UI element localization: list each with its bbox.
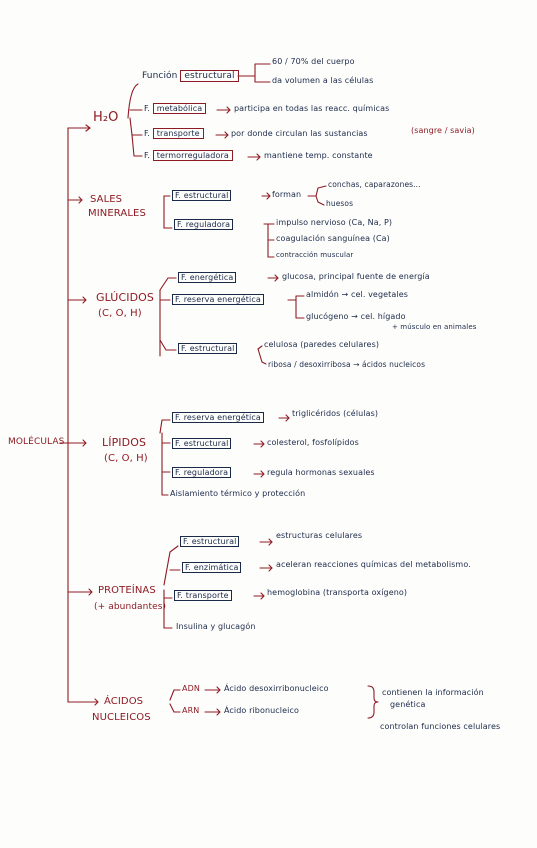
- lipidos-estructural-desc: colesterol, fosfolípidos: [267, 438, 359, 447]
- arn-desc: Ácido ribonucleico: [224, 706, 299, 715]
- h2o-estructural-p1: 60 / 70% del cuerpo: [272, 57, 355, 66]
- lipidos-reserva-desc: triglicéridos (células): [292, 409, 379, 418]
- glucidos-estructural-p1: celulosa (paredes celulares): [264, 340, 380, 349]
- h2o-metabolica-node: F. metabólica: [144, 103, 207, 114]
- lipidos-reguladora-box: F. reguladora: [172, 467, 232, 478]
- glucidos-estructural-box: F. estructural: [178, 343, 238, 354]
- h2o-metabolica-prefix: F.: [144, 104, 151, 113]
- h2o-estructural-p2: da volumen a las células: [272, 76, 374, 85]
- h2o-transporte-extra: (sangre / savia): [411, 126, 475, 135]
- h2o-transporte-node: F. transporte: [144, 128, 204, 139]
- arn-abbr: ARN: [182, 706, 200, 715]
- glucidos-label-1: GLÚCIDOS: [96, 291, 154, 304]
- glucidos-label-2: (C, O, H): [98, 308, 142, 319]
- sales-reguladora-p1: impulso nervioso (Ca, Na, P): [276, 218, 393, 227]
- h2o-termo-box: termorreguladora: [152, 150, 233, 161]
- h2o-label: H₂O: [93, 110, 119, 125]
- sales-estructural-p1: conchas, caparazones...: [328, 180, 421, 189]
- h2o-metabolica-desc: participa en todas las reacc. químicas: [234, 104, 390, 113]
- proteinas-label-2: (+ abundantes): [94, 602, 167, 612]
- acidos-label-2: NUCLEICOS: [92, 712, 151, 723]
- sales-estructural-p2: huesos: [326, 199, 354, 208]
- root-label: MOLÉCULAS: [8, 437, 65, 447]
- h2o-termo-desc: mantiene temp. constante: [264, 151, 373, 160]
- sales-label-1: SALES: [90, 194, 123, 205]
- h2o-transporte-desc: por donde circulan las sustancias: [231, 129, 368, 138]
- h2o-metabolica-box: metabólica: [152, 103, 207, 114]
- proteinas-enzimatica-box: F. enzimática: [182, 562, 242, 573]
- glucidos-estructural-p2: ribosa / desoxirribosa → ácidos nucleico…: [268, 360, 426, 369]
- glucidos-reserva-box: F. reserva energética: [172, 294, 264, 305]
- sales-reguladora-p2: coagulación sanguínea (Ca): [276, 234, 390, 243]
- proteinas-label-1: PROTEÍNAS: [98, 585, 156, 596]
- proteinas-estructural-box: F. estructural: [180, 536, 240, 547]
- lipidos-estructural-box: F. estructural: [172, 438, 232, 449]
- sales-estructural-box: F. estructural: [172, 190, 232, 201]
- acidos-func-2: genética: [390, 700, 426, 709]
- lipidos-label-1: LÍPIDOS: [102, 436, 147, 449]
- lipidos-reguladora-desc: regula hormonas sexuales: [267, 468, 375, 477]
- h2o-estructural-prefix: Función: [142, 71, 178, 81]
- glucidos-reserva-p2: glucógeno → cel. hígado: [306, 312, 406, 321]
- h2o-estructural-box: estructural: [180, 70, 239, 82]
- sales-estructural-arrow: forman: [272, 190, 302, 199]
- sales-reguladora-box: F. reguladora: [174, 219, 234, 230]
- proteinas-enzimatica-desc: aceleran reacciones químicas del metabol…: [276, 560, 471, 569]
- acidos-func-3: controlan funciones celulares: [380, 722, 501, 731]
- h2o-estructural-node: Función estructural: [142, 70, 239, 82]
- proteinas-insulina: Insulina y glucagón: [176, 622, 256, 631]
- glucidos-energetica-desc: glucosa, principal fuente de energía: [282, 272, 430, 281]
- h2o-termo-prefix: F.: [144, 151, 151, 160]
- lipidos-reserva-box: F. reserva energética: [172, 412, 264, 423]
- glucidos-energetica-box: F. energética: [178, 272, 237, 283]
- acidos-label-1: ÁCIDOS: [104, 696, 144, 707]
- h2o-transporte-box: transporte: [152, 128, 204, 139]
- proteinas-transporte-box: F. transporte: [174, 590, 232, 601]
- proteinas-estructural-desc: estructuras celulares: [276, 531, 363, 540]
- glucidos-reserva-p3: + músculo en animales: [392, 323, 477, 331]
- acidos-func-1: contienen la información: [382, 688, 484, 697]
- lipidos-aislamiento: Aislamiento térmico y protección: [170, 489, 306, 498]
- lipidos-label-2: (C, O, H): [104, 453, 148, 464]
- h2o-transporte-prefix: F.: [144, 129, 151, 138]
- h2o-termo-node: F. termorreguladora: [144, 150, 233, 161]
- proteinas-transporte-desc: hemoglobina (transporta oxígeno): [267, 588, 408, 597]
- sales-reguladora-p3: contracción muscular: [276, 251, 354, 259]
- adn-abbr: ADN: [182, 684, 200, 693]
- glucidos-reserva-p1: almidón → cel. vegetales: [306, 290, 409, 299]
- sales-label-2: MINERALES: [88, 208, 146, 219]
- adn-desc: Ácido desoxirribonucleico: [224, 684, 329, 693]
